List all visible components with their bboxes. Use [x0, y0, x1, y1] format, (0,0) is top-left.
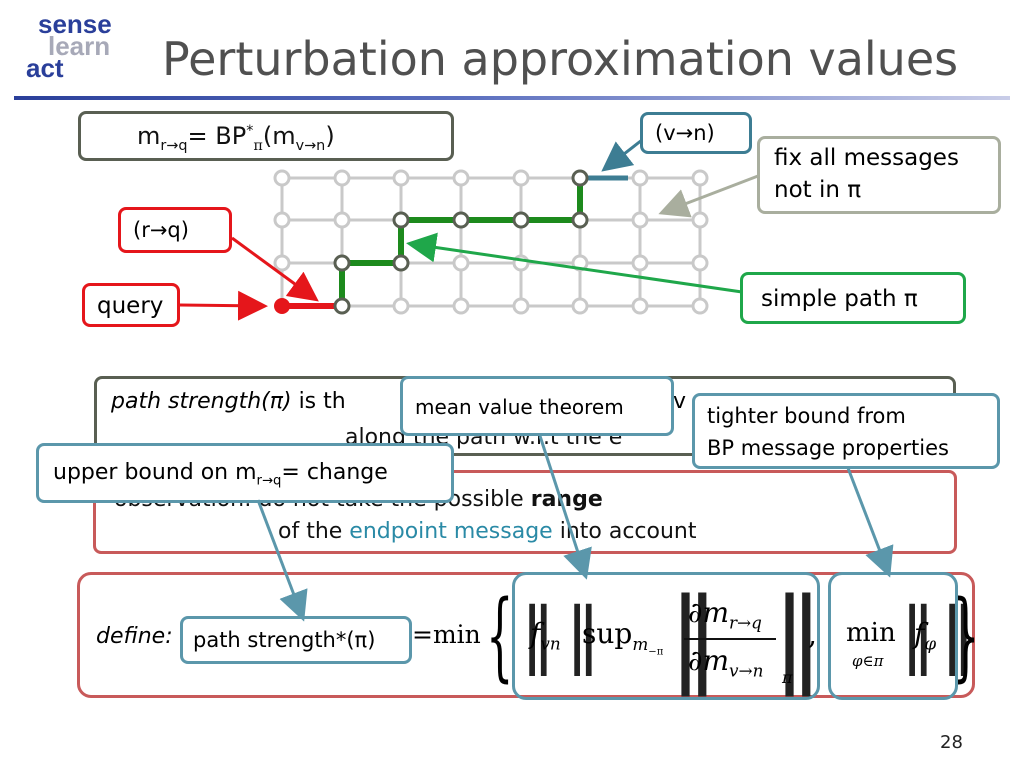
min-label: min — [846, 618, 896, 648]
partial-bottom: ∂m — [688, 644, 730, 677]
logo-sense: sense — [38, 9, 112, 39]
tighter-line1: tighter bound from — [707, 404, 906, 428]
norm-outer-left: ‖ — [668, 575, 720, 697]
left-brace: { — [486, 580, 514, 692]
path-strength-italic: path strength(π) — [111, 389, 292, 414]
fraction-bar — [684, 638, 776, 640]
observation-box: observation: do not take the possible ra… — [93, 470, 957, 554]
comma: , — [808, 618, 817, 651]
logo-learn: learn — [48, 31, 111, 61]
norm-outer-right: ‖ — [772, 575, 824, 697]
f-phi-sub: φ — [924, 633, 937, 654]
partial-bottom-sub: v→n — [729, 660, 764, 681]
label-r-q: (r→q) — [118, 207, 232, 253]
f-vn-sub: vn — [540, 633, 561, 654]
sup-sub: m — [632, 633, 649, 654]
label-query: query — [82, 283, 180, 327]
f-vn: f — [530, 617, 541, 650]
tighter-line2: BP message properties — [707, 436, 949, 460]
callout-tighter-bound: tighter bound from BP message properties — [692, 393, 1000, 469]
path-strength-star-box: path strength*(π) — [180, 616, 412, 664]
page-number: 28 — [940, 732, 963, 753]
logo: sense learn act — [20, 9, 140, 92]
formula-pi: π — [253, 137, 263, 154]
formula-close: ) — [325, 122, 335, 150]
path-strength-text2: v — [673, 389, 687, 414]
norm-sub-pi: π — [782, 668, 793, 687]
formula-star: * — [246, 123, 254, 139]
define-label: define: — [96, 624, 173, 649]
path-strength-text1: is th — [291, 389, 346, 414]
sup-subsub: −π — [648, 645, 664, 657]
mvt-highlight-box — [512, 572, 820, 700]
label-fix-messages: fix all messages not in π — [757, 136, 1001, 214]
norm-right-bars: ‖ — [565, 592, 601, 676]
upper-bound-sub: r→q — [256, 473, 282, 489]
arrow-tighter — [846, 467, 894, 578]
norm-f-right: ‖ — [940, 592, 976, 676]
formula-m: m — [137, 122, 161, 150]
page-title: Perturbation approximation values — [162, 32, 959, 86]
label-r-q-text: (r→q) — [133, 218, 189, 242]
upper-bound-b: = change — [281, 460, 388, 485]
observation-into-account: into account — [552, 519, 697, 544]
define-eq-min: =min — [412, 620, 481, 649]
title-underline — [14, 96, 1010, 100]
path-strength-star: path strength*(π) — [193, 628, 376, 652]
formula-sub2: v→n — [295, 137, 326, 154]
formula-eq: = BP — [187, 122, 247, 150]
formula-sub1: r→q — [160, 137, 188, 154]
observation-of-the: of the — [278, 519, 350, 544]
callout-mean-value-theorem: mean value theorem — [400, 376, 674, 436]
upper-bound-a: upper bound on m — [53, 460, 257, 485]
min-sub: φ∈π — [852, 652, 884, 670]
define-label-text: define: — [96, 624, 173, 649]
observation-range: range — [530, 487, 603, 512]
label-query-text: query — [97, 293, 164, 319]
logo-act: act — [26, 53, 64, 83]
label-v-n-text: (v→n) — [655, 121, 715, 145]
observation-endpoint: endpoint message — [349, 519, 553, 544]
fix-line1: fix all messages — [774, 145, 959, 171]
sup-label: sup — [582, 617, 633, 650]
arrow-mvt — [538, 435, 592, 580]
label-v-n: (v→n) — [640, 112, 752, 154]
formula-open: (m — [262, 122, 296, 150]
formula-box: mr→q= BP*π(mv→n) — [78, 111, 454, 161]
f-phi: f — [914, 617, 925, 650]
norm-f-left: ‖ — [900, 592, 936, 676]
label-simple-path-text: simple path π — [761, 286, 918, 312]
norm-left-bars: ‖ — [520, 592, 556, 676]
partial-top-sub: r→q — [729, 612, 762, 633]
partial-top: ∂m — [688, 596, 730, 629]
mvt-text: mean value theorem — [415, 395, 624, 419]
label-simple-path: simple path π — [740, 272, 966, 324]
callout-upper-bound: upper bound on mr→q= change — [36, 443, 454, 503]
arrow-upper-bound — [256, 499, 308, 622]
fix-line2: not in π — [774, 177, 862, 203]
